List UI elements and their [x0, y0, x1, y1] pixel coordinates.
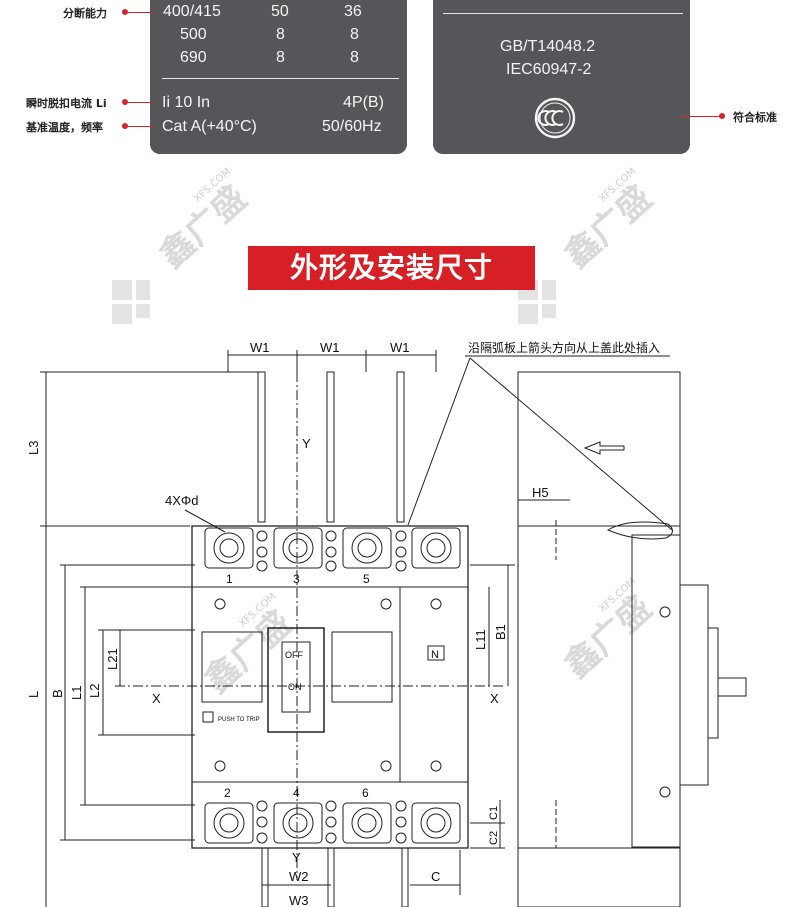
neutral-label: N — [431, 649, 439, 661]
cover-screws — [214, 598, 442, 772]
dim-w1-label: W1 — [390, 340, 410, 355]
handle-on-label: ON — [288, 682, 302, 692]
leader-dot — [719, 113, 725, 119]
axis-y-label: Y — [292, 850, 301, 865]
category-temp-value: Cat A(+40°C) — [162, 118, 257, 135]
spec-panel-left: 400/415 50 36 500 8 8 690 8 8 Ii 10 In 4… — [150, 0, 407, 154]
breaker-body — [191, 525, 469, 849]
dim-w1-label: W1 — [250, 340, 270, 355]
terminal-5-label: 5 — [363, 572, 370, 586]
leader-dot — [122, 123, 128, 129]
side-view — [517, 371, 747, 907]
voltage-400: 400/415 — [163, 3, 221, 20]
bottom-terminals — [204, 800, 461, 844]
voltage-690: 690 — [180, 49, 207, 66]
icu-690: 8 — [276, 49, 285, 66]
terminal-1-label: 1 — [226, 572, 233, 586]
section-title: 外形及安装尺寸 — [248, 246, 535, 290]
top-terminals — [204, 527, 461, 572]
standard-gb: GB/T14048.2 — [500, 38, 596, 55]
leader-dot — [122, 99, 128, 105]
push-to-trip-label: PUSH TO TRIP — [218, 717, 260, 723]
label-ref-temp: 基准温度，频率 — [26, 121, 103, 134]
trip-current-value: Ii 10 In — [162, 94, 211, 111]
dim-w3-label: W3 — [289, 893, 309, 907]
dim-l1-label: L1 — [69, 686, 84, 700]
dim-w1-label: W1 — [320, 340, 340, 355]
panel-divider-right — [443, 13, 683, 14]
leader-line — [125, 12, 155, 13]
poles-value: 4P(B) — [343, 94, 384, 111]
icu-400: 50 — [271, 3, 289, 20]
bottom-terminal-bars — [261, 847, 409, 907]
cover-window-right — [331, 631, 393, 703]
dim-l-label: L — [26, 691, 41, 698]
holes-label: 4XΦd — [165, 493, 199, 508]
operating-handle — [267, 627, 325, 733]
axis-y-label: Y — [302, 436, 311, 451]
terminal-3-label: 3 — [293, 572, 300, 586]
handle-off-label: OFF — [285, 650, 303, 660]
panel-divider — [162, 78, 399, 79]
dim-c2-label: C2 — [488, 831, 500, 845]
axis-x-label: X — [152, 691, 161, 706]
dim-h5-label: H5 — [532, 485, 549, 500]
ccc-cert-icon — [534, 97, 576, 139]
leader-line — [125, 126, 155, 127]
neutral-marker — [427, 645, 445, 661]
spec-panel-right: GB/T14048.2 IEC60947-2 — [433, 0, 690, 154]
label-instant-trip: 瞬时脱扣电流 Li — [26, 97, 107, 110]
breaker-cover — [191, 586, 469, 783]
dim-w1-group — [227, 350, 437, 372]
dim-l11-label: L11 — [473, 629, 488, 650]
dim-b-label: B — [50, 689, 65, 698]
terminal-4-label: 4 — [293, 786, 300, 800]
standard-iec: IEC60947-2 — [506, 61, 592, 78]
dim-l21-label: L21 — [105, 648, 120, 670]
top-terminal-bars — [257, 371, 405, 523]
dim-w2-label: W2 — [289, 869, 309, 884]
watermark-logo-icon — [112, 280, 150, 324]
dim-c-label: C — [431, 869, 440, 884]
dim-b1-label: B1 — [493, 624, 508, 640]
cover-window-left — [201, 631, 263, 703]
label-compliance: 符合标准 — [733, 111, 777, 124]
frequency-value: 50/60Hz — [322, 118, 382, 135]
terminal-6-label: 6 — [362, 786, 369, 800]
insert-note: 沿隔弧板上箭头方向从上盖此处插入 — [468, 340, 660, 355]
leader-line — [125, 102, 155, 103]
handle-lever — [281, 641, 311, 713]
dimension-drawing: W1 W1 W1 沿隔弧板上箭头方向从上盖此处插入 L3 L B L1 L2 L… — [26, 340, 747, 907]
axis-x-label: X — [490, 691, 499, 706]
dim-l2-label: L2 — [87, 684, 102, 698]
ics-400: 36 — [344, 3, 362, 20]
label-breaking-capacity: 分断能力 — [63, 7, 107, 20]
leader-line — [680, 116, 722, 117]
icu-500: 8 — [276, 26, 285, 43]
dim-l3-label: L3 — [26, 441, 41, 455]
leader-dot — [122, 9, 128, 15]
voltage-500: 500 — [180, 26, 207, 43]
dim-c1-label: C1 — [488, 806, 500, 820]
push-to-trip-button — [202, 711, 214, 723]
ics-500: 8 — [350, 26, 359, 43]
ics-690: 8 — [350, 49, 359, 66]
terminal-2-label: 2 — [224, 786, 231, 800]
